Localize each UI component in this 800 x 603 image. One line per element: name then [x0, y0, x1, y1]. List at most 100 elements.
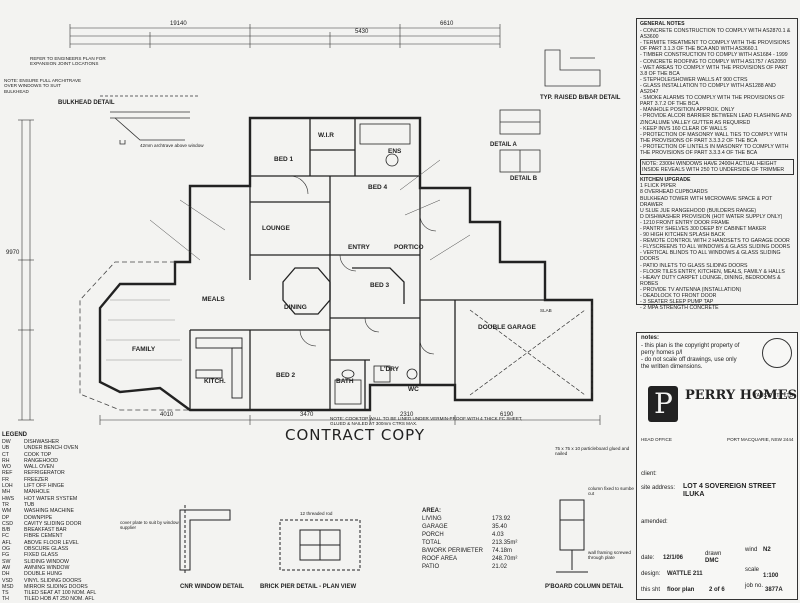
wind-value: N2: [763, 547, 771, 553]
pboard-note: 75 x 75 x 10 particleboard glued and nai…: [555, 446, 630, 457]
top-dimension-lines: [69, 24, 501, 48]
legend-code: FR: [2, 476, 9, 483]
legend-code: UB: [2, 445, 10, 452]
site-address-label: site address:: [641, 485, 676, 491]
scale-value: 1:100: [763, 573, 779, 579]
legend-meaning: MANHOLE: [24, 489, 50, 496]
room-double-garage: DOUBLE GARAGE: [478, 324, 536, 331]
house-outer-walls: [98, 116, 594, 412]
area-row-value: 35.40: [492, 524, 508, 530]
bottom-dimension-lines: [99, 415, 601, 425]
area-row-label: GARAGE: [422, 524, 448, 530]
room-wir: W.I.R: [318, 132, 334, 139]
kitchen-upgrade-item: - PANTRY SHELVES 300 DEEP BY CABINET MAK…: [640, 226, 767, 232]
job-label: job no.: [745, 583, 764, 589]
legend-meaning: OBSCURE GLASS: [24, 546, 69, 553]
copyright-line: perry homes p/l: [641, 350, 683, 356]
wind-label: wind: [745, 547, 758, 553]
room-portico: PORTICO: [394, 244, 424, 251]
legend-meaning: HOT WATER SYSTEM: [24, 495, 78, 502]
cornice-note: 42mm archtrave above window: [140, 143, 204, 148]
legend-meaning: FREEZER: [24, 476, 49, 483]
legend-code: AW: [2, 564, 11, 571]
garage-door-line: [469, 305, 593, 396]
legend-code: SW: [2, 558, 11, 565]
head-office-label: HEAD OFFICE: [641, 437, 672, 442]
dimension-bottom-b: 3470: [300, 412, 314, 418]
legend-meaning: BREAKFAST BAR: [24, 527, 67, 534]
area-row-value: 213.35m²: [492, 540, 518, 546]
legend-code: WO: [2, 464, 11, 471]
detail-a-b-sketch: [499, 109, 541, 173]
legend-code: VSD: [2, 577, 13, 584]
room-bed1: BED 1: [274, 156, 294, 163]
room-kitch: KITCH.: [204, 378, 226, 385]
general-note-item: - STEPHOLE/SHOWER WALLS AT 900 CTRS: [640, 76, 748, 83]
legend-code: MH: [2, 489, 11, 496]
amended-label: amended:: [641, 519, 668, 525]
date-label: date:: [641, 555, 655, 561]
port-office-label: PORT MACQUARIE, NSW 2444: [727, 437, 794, 442]
bulkhead-note: NOTE: ENSURE FULL ARCHITRAVE OVER WINDOW…: [4, 78, 82, 94]
bulkhead-detail-drawing: [100, 95, 200, 145]
area-row-label: PATIO: [422, 564, 440, 570]
legend-code: FC: [2, 533, 9, 540]
legend-meaning: DOUBLE HUNG: [24, 571, 63, 578]
pboard-column-sketch: [556, 499, 588, 573]
pboard-column-detail-label: P'BOARD COLUMN DETAIL: [545, 584, 624, 590]
legend-meaning: DOWNPIPE: [24, 514, 53, 521]
perry-homes-logo: P: [648, 386, 678, 422]
cnr-window-detail-label: CNR WINDOW DETAIL: [180, 584, 244, 590]
north-point-circle: [762, 338, 792, 368]
area-row-label: ROOF AREA: [422, 556, 458, 562]
legend-row: AFL ABOVE FLOOR LEVEL: [2, 540, 98, 546]
job-value: 3877A: [765, 587, 783, 593]
legend-meaning: COOK TOP: [24, 451, 52, 458]
room-bed4: BED 4: [368, 184, 388, 191]
general-note-item: - TERMITE TREATMENT TO COMPLY WITH THE P…: [640, 40, 790, 53]
kitchen-upgrade-item: 1 FLICK PIPER: [640, 183, 677, 190]
legend-meaning: FIXED GLASS: [24, 552, 59, 559]
room-bed2: BED 2: [276, 372, 296, 379]
legend-code: DH: [2, 571, 10, 578]
copyright-line: the written dimensions.: [641, 364, 703, 370]
general-notes-heading: GENERAL NOTES: [640, 21, 685, 27]
raised-bar-sketch: [544, 49, 601, 87]
area-row-label: PORCH: [422, 532, 444, 538]
dimension-top-mid: 5430: [355, 29, 369, 35]
area-row-label: LIVING: [422, 516, 442, 522]
general-notes-panel: GENERAL NOTES - CONCRETE CONSTRUCTION TO…: [636, 18, 798, 311]
general-note-item: - TIMBER CONSTRUCTION TO COMPLY WITH AS1…: [640, 52, 788, 59]
legend-meaning: REFRIGERATOR: [24, 470, 65, 477]
legend-meaning: CAVITY SLIDING DOOR: [24, 520, 82, 527]
legend-code: AFL: [2, 539, 12, 546]
legend-meaning: ABOVE FLOOR LEVEL: [24, 539, 79, 546]
legend-meaning: RANGEHOOD: [24, 457, 59, 464]
room-bath: BATH: [336, 378, 354, 385]
general-note-item: - PROTECTION OF MASONRY WALL TIES TO COM…: [640, 131, 788, 144]
kitchen-upgrade-item: - REMOTE CONTROL WITH 2 HANDSETS TO GARA…: [640, 238, 790, 245]
brick-pier-detail-label: BRICK PIER DETAIL - PLAN VIEW: [260, 584, 357, 590]
threaded-rod-label: 12 threaded rod: [300, 511, 333, 516]
room-family: FAMILY: [132, 346, 156, 353]
framing-note: wall framing screwed through plate: [588, 550, 631, 561]
room-ens: ENS: [388, 148, 402, 155]
cnr-window-note: cover plate to suit by window supplier: [120, 520, 179, 531]
kitchen-upgrade-item: - DEADLOCK TO FRONT DOOR: [640, 293, 717, 300]
title-block: notes: - this plan is the copyright prop…: [636, 332, 798, 600]
general-note-item: - SMOKE ALARMS TO COMPLY WITH THE PROVIS…: [640, 95, 785, 108]
